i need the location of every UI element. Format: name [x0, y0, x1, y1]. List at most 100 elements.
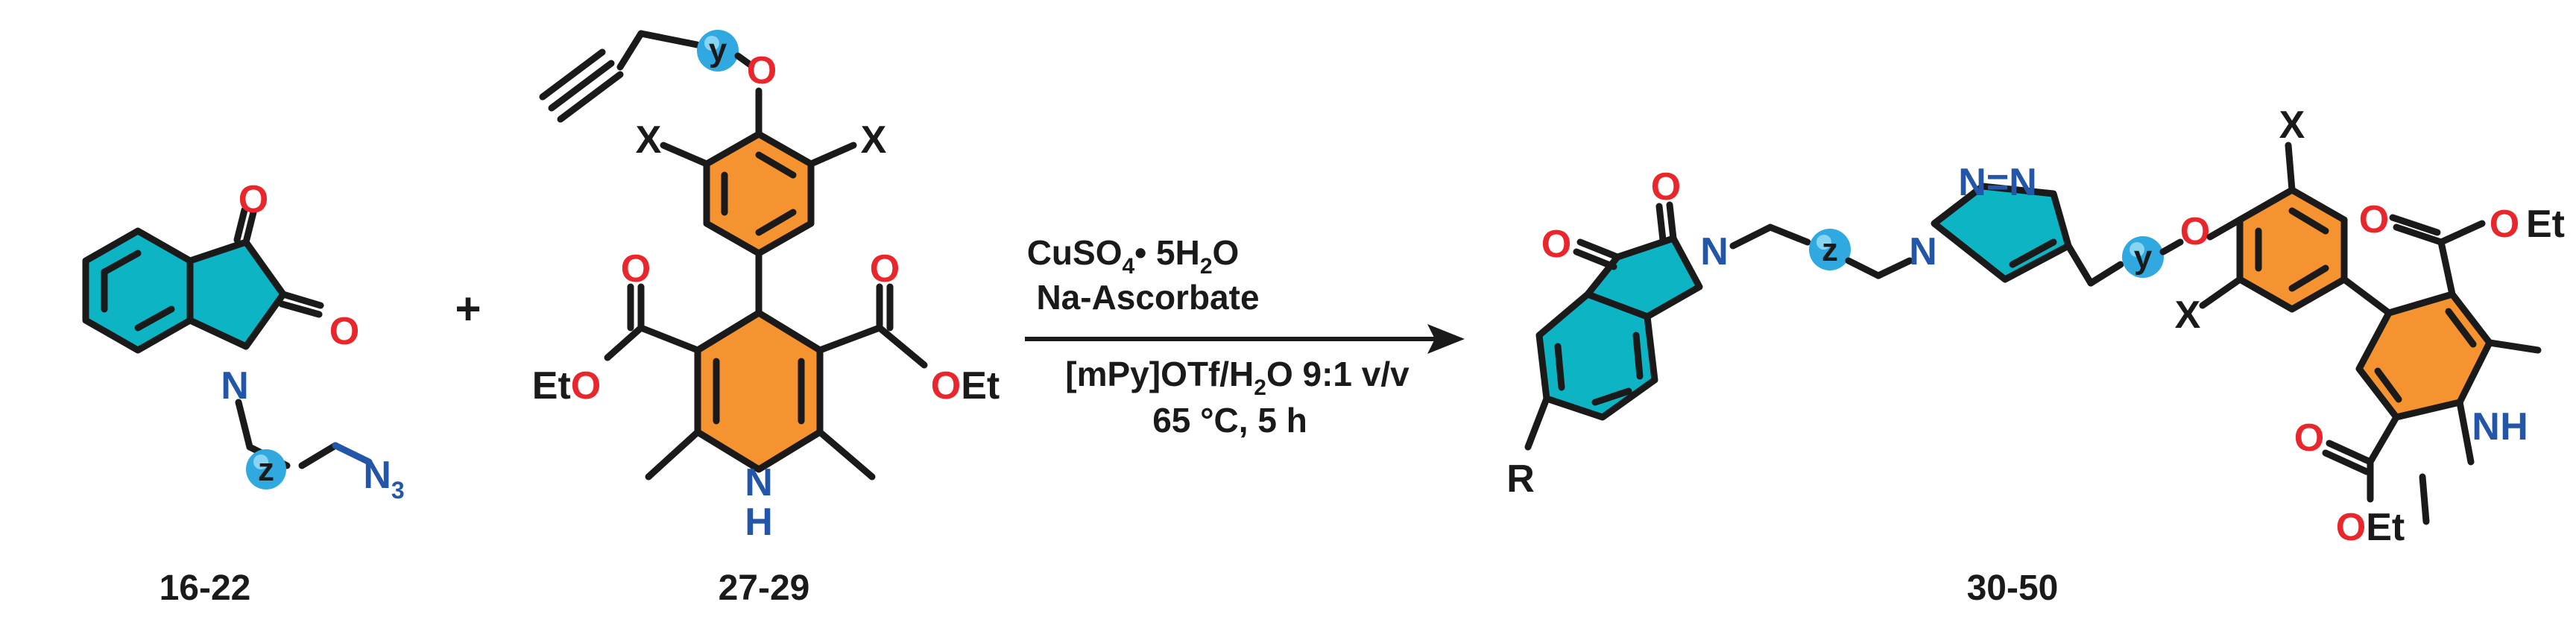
product-triazole-n2: N=N	[1958, 161, 2037, 204]
reactant2-structure: y O X X O EtO O OEt	[532, 30, 1000, 544]
reactant2-ester-oc	[876, 324, 928, 369]
reactant2-inner-bond	[755, 209, 797, 236]
product-x-bond	[2199, 276, 2244, 309]
reactant2-alkyne-triple	[557, 71, 624, 123]
product-inner-bond	[2288, 207, 2329, 235]
product-oxygen-top: O	[1651, 165, 1681, 209]
product-ester-bond	[2367, 413, 2400, 466]
reactant1-inner-bond	[101, 250, 142, 276]
condition-reductant: Na-Ascorbate	[1036, 278, 1259, 317]
product-o-ring-bond	[2206, 216, 2244, 241]
reactant2-linker-sphere-highlight	[704, 36, 719, 51]
product-triazole-inner	[2009, 238, 2057, 268]
product-isatin-benzene	[1535, 291, 1658, 421]
product-ester-bottom-ethoxy: OEt	[2336, 506, 2405, 549]
product-ester-co	[2393, 224, 2445, 246]
reactant2-x-bond	[807, 142, 857, 168]
product-ester-top-oxygen2: O	[2490, 203, 2519, 246]
product-ester-bottom-oxygen: O	[2294, 416, 2324, 460]
product-ester-oc	[2437, 220, 2486, 246]
condition-catalyst: CuSO4• 5H2O	[1027, 233, 1240, 279]
reactant2-ether-oxygen: O	[747, 49, 777, 92]
reactant2-nh-n: N	[745, 461, 773, 504]
product-co-bond	[1576, 238, 1621, 261]
reactant1-nitrogen: N	[221, 364, 249, 408]
product-inner-bond	[1632, 332, 1644, 380]
product-ether-oxygen: O	[2180, 210, 2210, 253]
product-dihydropyridine-ring	[2355, 291, 2493, 421]
reactant2-methyl	[645, 428, 701, 481]
reactant2-x-left: X	[636, 118, 662, 162]
product-aryl-dhp-bond	[2340, 276, 2393, 317]
reactant1-inner-bond	[134, 305, 175, 332]
reactant2-methyl	[816, 428, 876, 481]
product-chain	[2065, 242, 2094, 287]
reactant2-ester-bond	[637, 324, 701, 354]
product-ester-top-oxygen: O	[2359, 198, 2389, 241]
product-structure: O O N R z N N=N y O X X	[1506, 104, 2565, 549]
product-methyl	[2456, 399, 2475, 466]
reactant1-co-bond	[280, 291, 324, 309]
reactant2-ester-oxygen-left: O	[621, 247, 651, 291]
product-inner-bond	[2445, 308, 2477, 348]
product-co-bond	[1573, 248, 1617, 270]
reactant2-alkyne-triple	[539, 48, 606, 101]
reactant2-ethoxy-right: OEt	[931, 364, 1000, 408]
reactant2-nh-h: H	[745, 501, 773, 544]
reactant2-inner-bond	[755, 151, 797, 179]
reactant2-x-right: X	[861, 118, 887, 162]
product-linker-z-label: z	[1822, 232, 1838, 268]
reactant1-linker-sphere-highlight	[253, 454, 268, 469]
product-ester-top-et: Et	[2526, 203, 2565, 246]
product-ester-co	[2322, 449, 2370, 475]
product-inner-bond	[1554, 343, 1565, 391]
reactant2-propargyl	[637, 30, 701, 48]
reaction-arrow-head	[1427, 324, 1465, 354]
condition-solvent: [mPy]OTf/H2O 9:1 v/v	[1065, 355, 1409, 400]
reaction-conditions: CuSO4• 5H2O Na-Ascorbate [mPy]OTf/H2O 9:…	[1025, 233, 1465, 440]
product-r-group: R	[1506, 457, 1535, 501]
reactant2-ester-oxygen-right: O	[870, 247, 900, 291]
product-ester-co	[2326, 440, 2374, 466]
reactant1-structure: z O O N N3	[82, 178, 405, 504]
reactant1-compound-id: 16-22	[160, 568, 251, 608]
product-ester-co	[2389, 214, 2441, 236]
product-inner-bond	[1591, 387, 1632, 406]
reactant2-alkyne-triple	[548, 60, 615, 112]
reactant1-co-bond	[278, 300, 323, 318]
product-chain	[1729, 224, 1774, 250]
product-co-bond	[1655, 203, 1667, 244]
reactant1-n-chain	[235, 399, 253, 451]
reactant1-co-bond	[233, 206, 248, 244]
product-x-top: X	[2279, 104, 2305, 147]
reactant1-co-bond	[242, 209, 257, 246]
reactant2-ethoxy-left: EtO	[532, 364, 601, 408]
reactant1-chain-n	[332, 442, 373, 466]
product-chain	[1875, 257, 1913, 279]
product-r-bond	[1524, 395, 1550, 451]
reactant2-linker-label: y	[709, 32, 727, 69]
product-chain	[1845, 257, 1882, 279]
reactant2-ester-oc	[604, 324, 645, 361]
product-methyl	[2486, 339, 2542, 354]
product-x-bottom: X	[2175, 294, 2201, 337]
reactant2-ester-bond	[816, 324, 883, 354]
product-co-bond	[1666, 201, 1677, 242]
reactant1-oxygen-top: O	[239, 178, 268, 221]
product-compound-id: 30-50	[1967, 568, 2059, 608]
reactant2-propargyl	[616, 30, 645, 71]
product-isatin-nitrogen: N	[1700, 230, 1729, 273]
product-chain	[1767, 224, 1811, 246]
product-nh-h: H	[2500, 405, 2528, 448]
reactant2-linker-o-bond	[734, 52, 755, 69]
product-linker-z-highlight	[1816, 235, 1831, 250]
reactant1-pyrrolidine-ring	[186, 238, 287, 350]
product-inner-bond	[2288, 264, 2329, 292]
product-x-bond	[2285, 142, 2296, 194]
product-nh-n: N	[2472, 405, 2500, 448]
product-oxygen-left: O	[1541, 223, 1571, 266]
reactant2-compound-id: 27-29	[719, 568, 810, 608]
reactant1-chain	[298, 442, 339, 469]
product-ester-bond	[2437, 238, 2456, 298]
